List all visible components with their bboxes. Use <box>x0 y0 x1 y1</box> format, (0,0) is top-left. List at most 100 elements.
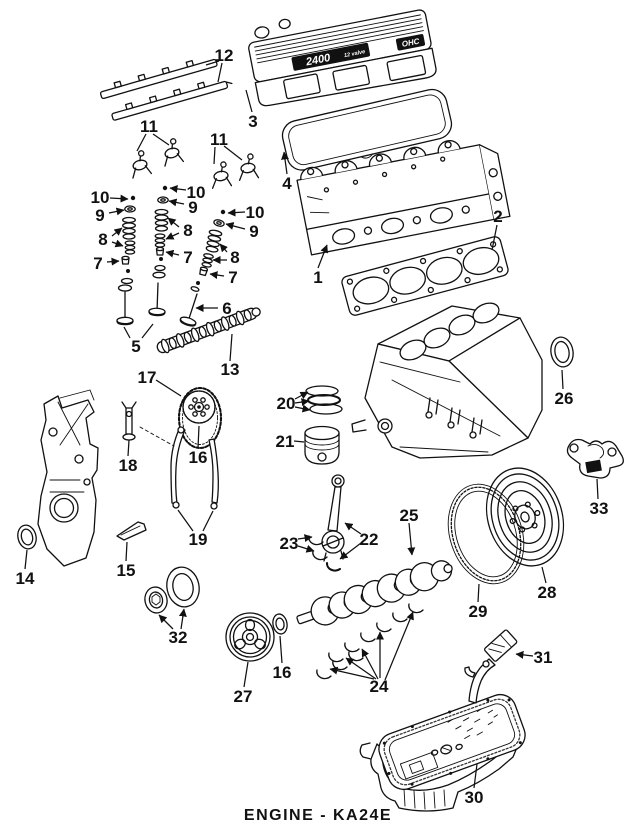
front-cover <box>37 389 99 567</box>
leader-line-32 <box>158 614 174 630</box>
callout-30[interactable]: 30 <box>465 788 484 807</box>
valve-cover: 2400 12 valve OHC <box>248 9 437 107</box>
piston <box>304 425 340 465</box>
leader-line-7 <box>165 249 180 258</box>
callout-5[interactable]: 5 <box>131 337 140 356</box>
rear-main-seal <box>550 336 574 368</box>
valve-train-middle <box>152 185 169 279</box>
callout-9[interactable]: 9 <box>188 198 197 217</box>
callout-19[interactable]: 19 <box>189 530 208 549</box>
leader-line-11 <box>136 133 147 152</box>
callout-6[interactable]: 6 <box>222 299 231 318</box>
callout-14[interactable]: 14 <box>16 569 35 588</box>
leader-line-10 <box>109 194 129 203</box>
oil-pan-rim <box>378 693 526 791</box>
leader-line-16 <box>279 635 283 664</box>
head-gasket <box>341 236 509 316</box>
callout-9[interactable]: 9 <box>249 222 258 241</box>
ring-gear <box>447 483 525 585</box>
leader-line-11 <box>213 146 216 165</box>
leader-line-18 <box>127 439 130 457</box>
callout-28[interactable]: 28 <box>538 583 557 602</box>
leader-line-24 <box>329 666 375 680</box>
engine-block <box>351 302 543 459</box>
callout-20[interactable]: 20 <box>277 394 296 413</box>
callout-27[interactable]: 27 <box>234 687 253 706</box>
leader-line-3 <box>245 89 253 113</box>
crankshaft <box>296 560 453 626</box>
callout-10[interactable]: 10 <box>187 183 206 202</box>
leader-line-24 <box>361 648 379 680</box>
callout-11[interactable]: 11 <box>140 117 158 136</box>
callout-11[interactable]: 11 <box>210 130 228 149</box>
valve-train-right <box>190 209 226 292</box>
diagram-title: ENGINE - KA24E <box>244 807 392 824</box>
callout-3[interactable]: 3 <box>248 112 257 131</box>
callout-8[interactable]: 8 <box>98 230 107 249</box>
leader-line-30 <box>473 763 478 789</box>
rocker-arms-right <box>208 152 260 189</box>
leader-line-11 <box>152 133 170 146</box>
leader-line-23 <box>297 544 315 553</box>
leader-line-4 <box>281 151 289 175</box>
leader-line-25 <box>407 522 416 556</box>
leader-line-14 <box>24 549 28 570</box>
callout-29[interactable]: 29 <box>469 602 488 621</box>
callout-2[interactable]: 2 <box>493 207 502 226</box>
leader-line-15 <box>125 541 128 562</box>
leader-line-12 <box>217 62 223 83</box>
callout-25[interactable]: 25 <box>400 506 419 525</box>
callout-26[interactable]: 26 <box>555 389 574 408</box>
callout-15[interactable]: 15 <box>117 561 136 580</box>
callout-7[interactable]: 7 <box>93 254 102 273</box>
callout-7[interactable]: 7 <box>183 248 192 267</box>
leader-line-19 <box>202 510 214 532</box>
callout-33[interactable]: 33 <box>590 499 609 518</box>
connecting-rod <box>321 474 345 572</box>
callout-8[interactable]: 8 <box>183 221 192 240</box>
leader-line-5 <box>123 326 131 339</box>
callout-1[interactable]: 1 <box>313 268 322 287</box>
callout-18[interactable]: 18 <box>119 456 138 475</box>
rocker-arms-left <box>126 136 185 179</box>
callout-16[interactable]: 16 <box>189 448 208 467</box>
leader-line-9 <box>108 207 125 216</box>
leader-line-8 <box>165 232 180 240</box>
callout-32[interactable]: 32 <box>169 628 188 647</box>
callout-21[interactable]: 21 <box>276 432 295 451</box>
callout-17[interactable]: 17 <box>138 368 157 387</box>
leader-line-16 <box>197 425 200 449</box>
callout-4[interactable]: 4 <box>282 174 292 193</box>
cylinder-head <box>296 140 511 256</box>
leader-line-11 <box>223 145 243 161</box>
leader-line-20 <box>294 398 310 407</box>
callout-9[interactable]: 9 <box>95 206 104 225</box>
callout-16[interactable]: 16 <box>273 663 292 682</box>
leader-line-10 <box>227 208 246 217</box>
callout-22[interactable]: 22 <box>360 530 379 549</box>
callout-10[interactable]: 10 <box>91 188 110 207</box>
callout-12[interactable]: 12 <box>215 46 234 65</box>
leader-line-24 <box>384 611 414 681</box>
callout-23[interactable]: 23 <box>280 534 299 553</box>
callout-31[interactable]: 31 <box>534 648 553 667</box>
pulley-spacer <box>272 613 288 635</box>
callout-24[interactable]: 24 <box>370 677 389 696</box>
chain-guide-right <box>208 438 219 510</box>
valve-cover-gasket <box>281 88 453 171</box>
engine-mount <box>566 438 624 479</box>
callout-8[interactable]: 8 <box>230 248 239 267</box>
leader-line-10 <box>169 184 187 193</box>
leader-line-1 <box>317 244 328 269</box>
leader-line-23 <box>297 534 313 543</box>
callout-10[interactable]: 10 <box>246 203 265 222</box>
leader-line-19 <box>177 509 194 532</box>
leader-line-20 <box>294 391 309 400</box>
callout-13[interactable]: 13 <box>221 360 240 379</box>
callout-7[interactable]: 7 <box>228 268 237 287</box>
leader-line-32 <box>178 608 187 630</box>
flywheel <box>485 467 565 567</box>
leader-line-9 <box>168 198 185 207</box>
